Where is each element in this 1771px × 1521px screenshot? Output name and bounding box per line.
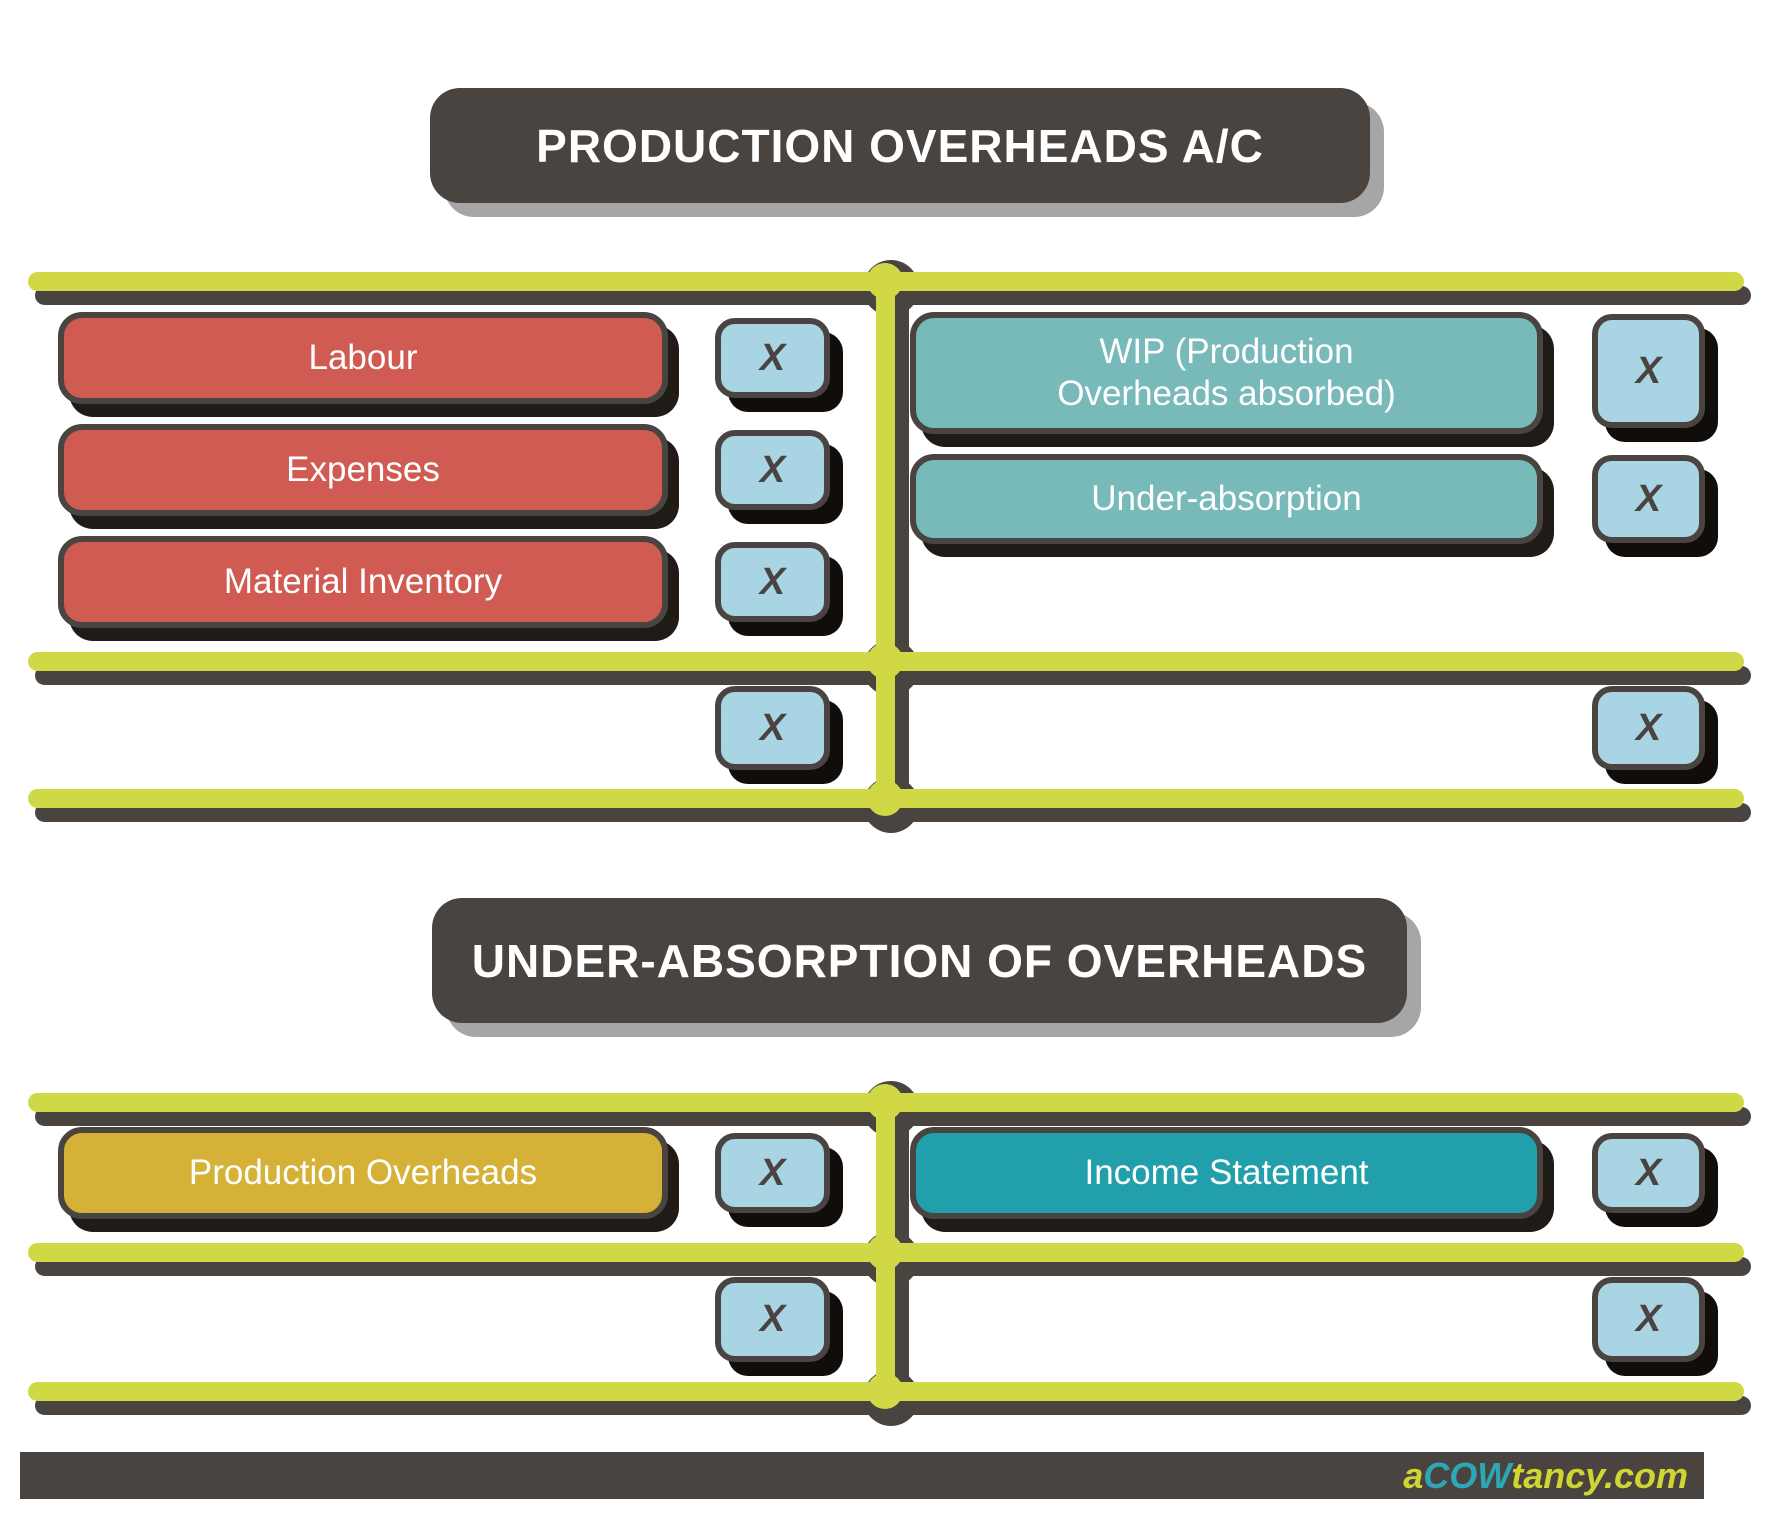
logo-part-tancy: tancy.com [1511, 1454, 1688, 1496]
junction-node [867, 1234, 903, 1270]
amount-box: X [715, 542, 830, 622]
debit-entry-labour: Labour [58, 312, 668, 404]
amount-box: X [1592, 314, 1705, 428]
debit-entry-expenses: Expenses [58, 424, 668, 516]
credit-entry-wip: WIP (Production Overheads absorbed) [910, 312, 1543, 434]
credit-entry-under-absorption: Under-absorption [910, 454, 1543, 544]
amount-box: X [1592, 1133, 1705, 1213]
acowtancy-logo: aCOWtancy.com [1403, 1455, 1688, 1497]
t-account-1-divider [876, 272, 895, 807]
junction-node [867, 263, 903, 299]
logo-part-cow: COW [1423, 1454, 1512, 1496]
credit-total-box: X [1592, 1277, 1705, 1362]
credit-entry-income-statement: Income Statement [910, 1127, 1543, 1219]
amount-box: X [1592, 455, 1705, 543]
junction-node [867, 643, 903, 679]
junction-node [867, 1373, 903, 1409]
account-1-title: PRODUCTION OVERHEADS A/C [430, 88, 1370, 203]
credit-total-box: X [1592, 686, 1705, 770]
debit-entry-material-inventory: Material Inventory [58, 536, 668, 628]
footer-bar: aCOWtancy.com [20, 1452, 1704, 1499]
junction-node [867, 780, 903, 816]
debit-total-box: X [715, 686, 830, 770]
debit-total-box: X [715, 1277, 830, 1362]
logo-part-a: a [1403, 1454, 1424, 1496]
amount-box: X [715, 1133, 830, 1213]
amount-box: X [715, 430, 830, 510]
debit-entry-production-overheads: Production Overheads [58, 1127, 668, 1219]
account-2-title: UNDER-ABSORPTION OF OVERHEADS [432, 898, 1407, 1023]
amount-box: X [715, 318, 830, 398]
junction-node [867, 1084, 903, 1120]
